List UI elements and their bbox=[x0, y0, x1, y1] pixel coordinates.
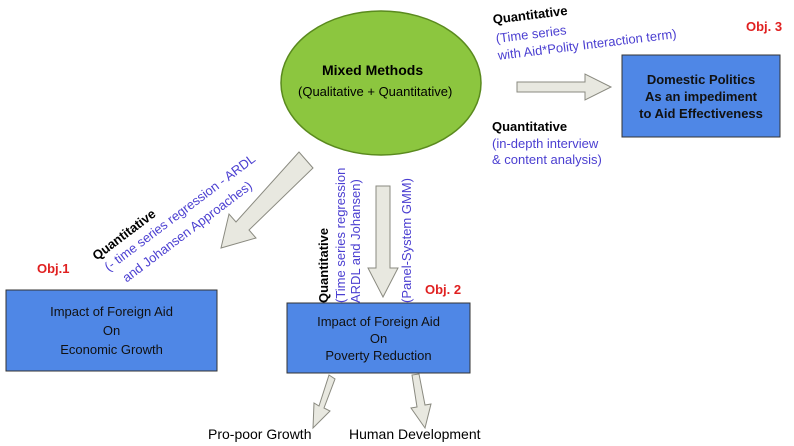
obj2-box bbox=[286, 302, 471, 374]
obj2-tag: Obj. 2 bbox=[425, 282, 462, 297]
obj3-method-b-detail-1: (in-depth interview bbox=[492, 136, 599, 151]
obj3-box bbox=[621, 54, 781, 138]
obj2-line-1: Impact of Foreign Aid bbox=[317, 313, 440, 329]
center-subtitle: (Qualitative + Quantitative) bbox=[298, 84, 453, 99]
obj3-line-2: As an impediment bbox=[645, 88, 757, 104]
outcome-human-development: Human Development bbox=[349, 426, 481, 442]
outcome-pro-poor-growth: Pro-poor Growth bbox=[208, 426, 312, 442]
arrow-to-human-development bbox=[410, 373, 432, 430]
arrow-to-pro-poor-growth bbox=[312, 374, 336, 430]
arrow-to-obj1 bbox=[220, 151, 314, 249]
obj3-method-b-label: Quantitative bbox=[492, 119, 568, 134]
obj2-method-b-detail: (Panel-System GMM) bbox=[399, 178, 414, 303]
arrow-to-obj2 bbox=[367, 185, 399, 299]
obj2-line-2: On bbox=[369, 330, 388, 346]
obj2-method-label: Quantitative bbox=[316, 227, 331, 303]
obj1-line-1: Impact of Foreign Aid bbox=[50, 304, 173, 319]
obj3-line-3: to Aid Effectiveness bbox=[639, 105, 763, 121]
obj2-line-3: Poverty Reduction bbox=[325, 347, 432, 363]
obj3-tag: Obj. 3 bbox=[746, 19, 783, 34]
obj1-box-text: Impact of Foreign Aid On Economic Growth bbox=[6, 290, 217, 371]
obj2-method-detail-1: (Time series regression bbox=[333, 167, 348, 303]
obj3-method-b-detail-2: & content analysis) bbox=[492, 152, 602, 167]
obj2-method-detail-2: ARDL and Johansen) bbox=[348, 179, 363, 303]
obj3-box-text: Domestic Politics As an impediment to Ai… bbox=[622, 55, 780, 137]
center-title: Mixed Methods bbox=[322, 62, 424, 78]
obj1-box bbox=[5, 289, 218, 372]
obj3-line-1: Domestic Politics bbox=[646, 71, 756, 87]
arrow-to-obj3 bbox=[516, 73, 613, 101]
obj1-tag: Obj.1 bbox=[37, 261, 70, 276]
obj2-box-text: Impact of Foreign Aid On Poverty Reducti… bbox=[287, 303, 470, 373]
mixed-methods-ellipse bbox=[280, 10, 482, 156]
obj1-line-2: On bbox=[102, 323, 121, 338]
obj1-line-3: Economic Growth bbox=[60, 342, 163, 357]
